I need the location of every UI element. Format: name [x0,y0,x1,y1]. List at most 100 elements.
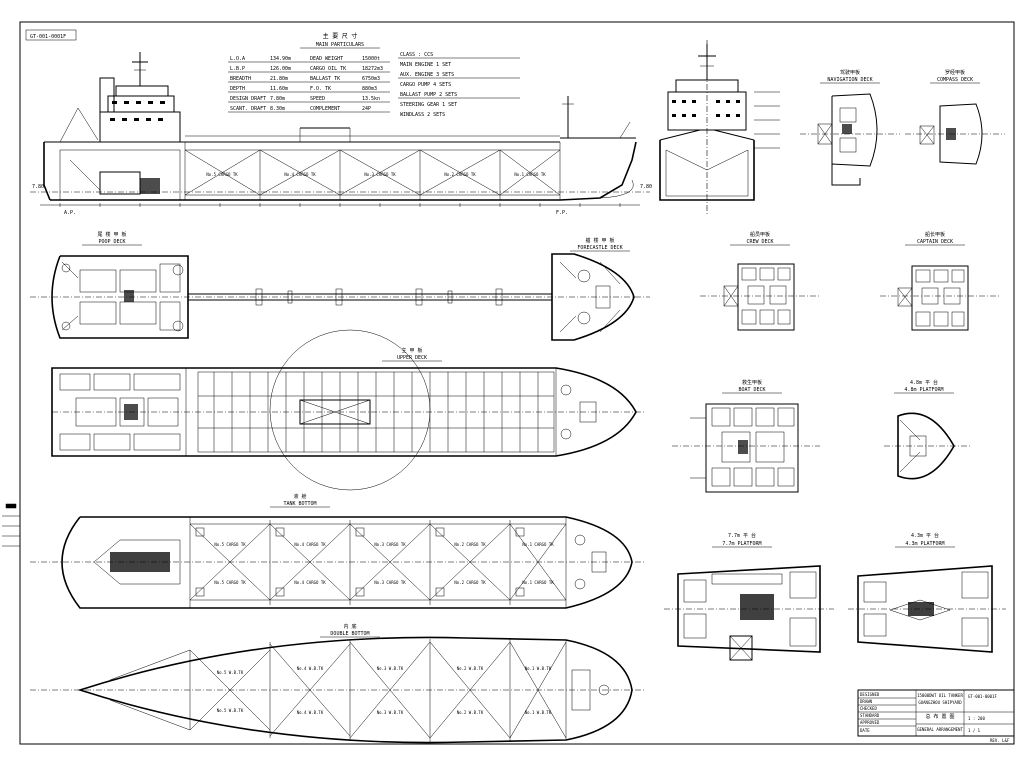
sheet-border [19,21,1015,745]
double-bottom-plan: 内 底 DOUBLE BOTTOM No.5 W.B.TK No.4 W.B.T… [30,623,646,744]
corner-note: REV. L&F [990,738,1010,743]
drawing-id-box [25,29,77,41]
equipment-note: BALLAST PUMP 2 SETS [400,92,457,98]
particular-value: 13.5kn [362,96,380,102]
particular-value: 24P [362,106,371,112]
tank-bottom-label-cn: 液 舱 [293,493,306,500]
platform-77-label: 7.7m PLATFORM [722,541,761,547]
tank-label: No.1 CARGO TK [522,580,554,585]
captain-deck-label-cn: 船长甲板 [925,231,945,238]
revision-strip [2,503,20,547]
particulars-title: MAIN PARTICULARS [316,42,364,48]
deck-frames [198,372,554,452]
particular-key: SCANT. DRAFT [230,106,266,112]
profile-tank-label: No.3 CARGO TK [364,172,396,177]
profile-tank-label: No.2 CARGO TK [444,172,476,177]
tank-label: No.4 CARGO TK [294,542,326,547]
particular-value: 21.80m [270,76,288,82]
platform-43-plan: 4.3m 平 台 4.3m PLATFORM [848,532,1006,653]
title-row: CHECKED [860,706,877,711]
navigation-deck-plan: 驾驶甲板 NAVIGATION DECK [800,69,900,186]
tank-label: No.2 CARGO TK [454,580,486,585]
equipment-note: MAIN ENGINE 1 SET [400,62,451,68]
forecastle-deck-plan: 艏 楼 甲 板 FORECASTLE DECK [551,237,635,341]
particular-key: DESIGN DRAFT [230,96,266,102]
aft-perpendicular-label: A.P. [64,210,76,216]
poop-deck-label-cn: 尾 楼 甲 板 [97,231,126,238]
title-row: STANDARD [860,713,880,718]
platform-48-label: 4.8m PLATFORM [904,387,943,393]
compass-deck-plan: 罗经甲板 COMPASS DECK [905,69,1005,165]
upper-deck-label: UPPER DECK [397,355,427,361]
equipment-notes: CLASS : CCS MAIN ENGINE 1 SET AUX. ENGIN… [398,52,520,118]
particular-key: CARGO OIL TK [310,66,346,72]
drawing-number: GT-001-0001F [968,694,997,699]
wb-tank-label: No.3 W.B.TK [377,710,404,715]
particular-value: 18272m3 [362,66,383,72]
platform-48-label-cn: 4.8m 平 台 [910,379,938,386]
midship-section-view [659,40,780,215]
double-bottom-label-cn: 内 底 [343,623,356,630]
navigation-deck-label-cn: 驾驶甲板 [840,69,860,76]
boat-deck-label-cn: 救生甲板 [742,379,762,386]
drawing-id-label: GT-001-0001F [30,34,66,40]
tank-label: No.4 CARGO TK [294,580,326,585]
poop-deck-plan: 尾 楼 甲 板 POOP DECK [51,231,189,339]
particular-key: L.O.A [230,56,245,62]
tank-label: No.2 CARGO TK [454,542,486,547]
tank-label: No.5 CARGO TK [214,580,246,585]
equipment-note: CLASS : CCS [400,52,433,58]
title-row: DESIGNED [860,692,880,697]
wb-tank-label: No.2 W.B.TK [457,666,484,671]
particular-value: 134.90m [270,56,291,62]
profile-tank-label: No.4 CARGO TK [284,172,316,177]
drawing-title: GENERAL ARRANGEMENT [917,727,963,732]
profile-tank-label: No.1 CARGO TK [514,172,546,177]
particular-key: BALLAST TK [310,76,340,82]
boat-deck-plan: 救生甲板 BOAT DECK [672,379,820,493]
crew-deck-label-cn: 船员甲板 [750,231,770,238]
boat-deck-label: BOAT DECK [738,387,765,393]
particular-key: BREADTH [230,76,251,82]
poop-deck-label: POOP DECK [98,239,125,245]
wb-tank-label: No.3 W.B.TK [377,666,404,671]
particular-value: 880m3 [362,86,377,92]
title-block: DESIGNED DRAWN CHECKED STANDARD APPROVED… [857,689,1015,737]
tank-label: No.3 CARGO TK [374,580,406,585]
equipment-note: CARGO PUMP 4 SETS [400,82,451,88]
equipment-note: STEERING GEAR 1 SET [400,102,457,108]
particular-key: DEAD WEIGHT [310,56,343,62]
double-bottom-label: DOUBLE BOTTOM [330,631,369,637]
crew-deck-label: CREW DECK [746,239,773,245]
navigation-deck-label: NAVIGATION DECK [827,77,872,83]
compass-deck-label: COMPASS DECK [937,77,973,83]
profile-tank-label: No.5 CARGO TK [206,172,238,177]
drawing-sheet: 1 / 1 [968,728,981,733]
main-particulars-table: 主 要 尺 寸 MAIN PARTICULARS L.O.A 134.90m D… [228,32,390,113]
compass-deck-label-cn: 罗经甲板 [945,69,965,76]
tank-label: No.3 CARGO TK [374,542,406,547]
platform-77-plan: 7.7m 平 台 7.7m PLATFORM [664,532,834,661]
wb-tank-label: No.1 W.B.TK [525,710,552,715]
upper-deck-plan: 主 甲 板 UPPER DECK [51,347,646,457]
platform-77-label-cn: 7.7m 平 台 [728,532,756,539]
captain-deck-plan: 船长甲板 CAPTAIN DECK [880,231,1000,331]
crew-deck-plan: 船员甲板 CREW DECK [700,231,820,331]
wb-tank-label: No.5 W.B.TK [217,708,244,713]
particular-value: 15000t [362,56,380,62]
equipment-note: WINDLASS 2 SETS [400,112,445,118]
drawing-scale: 1 : 200 [968,716,985,721]
platform-43-label: 4.3m PLATFORM [905,541,944,547]
particular-value: 6750m3 [362,76,380,82]
particular-key: F.O. TK [310,86,331,92]
fwd-perpendicular-label: F.P. [556,210,568,216]
particular-value: 7.80m [270,96,285,102]
forecastle-deck-label: FORECASTLE DECK [577,245,622,251]
particular-value: 11.60m [270,86,288,92]
upper-deck-label-cn: 主 甲 板 [401,347,422,354]
particular-key: COMPLEMENT [310,106,340,112]
wb-tank-label: No.1 W.B.TK [525,666,552,671]
particular-key: L.B.P [230,66,245,72]
